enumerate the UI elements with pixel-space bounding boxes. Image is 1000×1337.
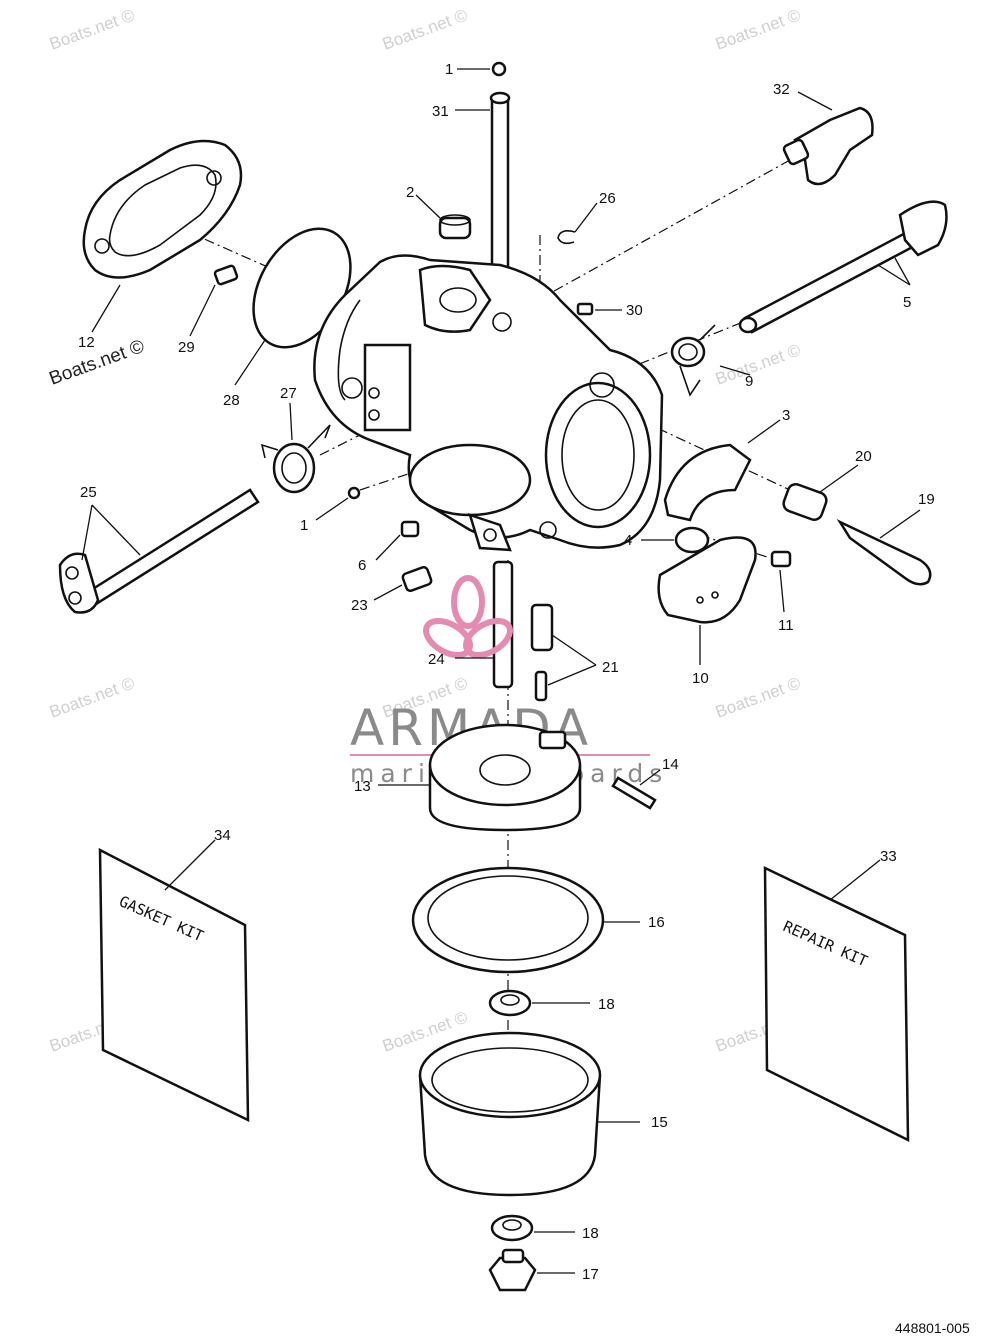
leader-lines bbox=[81, 68, 921, 1274]
needle-valve-21 bbox=[530, 603, 554, 702]
float-13 bbox=[428, 723, 582, 832]
carburetor-body bbox=[313, 254, 664, 552]
clip-26 bbox=[557, 230, 576, 245]
callout-14: 14 bbox=[662, 756, 679, 773]
screw-29 bbox=[213, 264, 239, 286]
site-watermark: Boats.net © bbox=[713, 673, 804, 721]
propeller-icon bbox=[423, 575, 513, 659]
shaft-31 bbox=[489, 91, 511, 272]
callout-11: 11 bbox=[778, 617, 794, 634]
callout-5: 5 bbox=[903, 294, 911, 311]
callout-33: 33 bbox=[880, 848, 897, 865]
callout-20: 20 bbox=[855, 448, 872, 465]
plug-1-top bbox=[491, 61, 507, 77]
spring-4 bbox=[674, 526, 710, 554]
site-watermark: Boats.net © bbox=[47, 5, 138, 53]
choke-plate-3 bbox=[663, 443, 752, 522]
site-watermark: Boats.net © bbox=[47, 673, 138, 721]
site-watermark: Boats.net © bbox=[47, 336, 148, 390]
callout-32: 32 bbox=[773, 81, 790, 98]
callout-18: 18 bbox=[598, 996, 615, 1013]
callout-28: 28 bbox=[223, 392, 240, 409]
callout-13: 13 bbox=[354, 778, 371, 795]
callout-labels: 1 31 32 2 26 12 29 28 30 5 9 27 3 20 19 … bbox=[78, 61, 935, 1283]
callout-18-lower: 18 bbox=[582, 1225, 599, 1242]
callout-21: 21 bbox=[602, 659, 619, 676]
callout-6: 6 bbox=[358, 557, 366, 574]
callout-30: 30 bbox=[626, 302, 643, 319]
screw-11 bbox=[770, 550, 792, 568]
throttle-plate-10 bbox=[657, 536, 757, 624]
idle-needle-19 bbox=[836, 519, 932, 586]
gasket-12 bbox=[82, 139, 243, 279]
float-bowl-15 bbox=[418, 1031, 602, 1197]
screw-23 bbox=[401, 565, 433, 593]
site-watermark: Boats.net © bbox=[713, 340, 804, 388]
callout-10: 10 bbox=[692, 670, 709, 687]
site-watermark: Boats.net © bbox=[380, 5, 471, 53]
gasket-kit-34: GASKET KIT bbox=[98, 847, 250, 1123]
repair-kit-33: REPAIR KIT bbox=[763, 866, 910, 1143]
plug-1-lower bbox=[347, 486, 361, 500]
bowl-nut-17 bbox=[488, 1248, 537, 1292]
callout-15: 15 bbox=[651, 1114, 668, 1131]
screw-6 bbox=[400, 520, 420, 538]
callout-31: 31 bbox=[432, 103, 449, 120]
cap-2 bbox=[438, 214, 472, 240]
throttle-shaft-5 bbox=[738, 200, 948, 334]
callout-26: 26 bbox=[599, 190, 616, 207]
screw-30 bbox=[576, 302, 594, 316]
callout-25: 25 bbox=[80, 484, 97, 501]
callout-2: 2 bbox=[406, 184, 414, 201]
callout-24: 24 bbox=[428, 651, 445, 668]
callout-9: 9 bbox=[745, 373, 753, 390]
callout-16: 16 bbox=[648, 914, 665, 931]
spring-27 bbox=[260, 424, 331, 494]
callout-1: 1 bbox=[445, 61, 453, 78]
callout-19: 19 bbox=[918, 491, 935, 508]
fuel-fitting-32 bbox=[782, 106, 874, 186]
callout-3: 3 bbox=[782, 407, 790, 424]
choke-shaft-25 bbox=[58, 488, 260, 614]
callout-12: 12 bbox=[78, 334, 95, 351]
callout-23: 23 bbox=[351, 597, 368, 614]
callout-17: 17 bbox=[582, 1266, 599, 1283]
site-watermark: Boats.net © bbox=[713, 5, 804, 53]
document-number: 448801-005 bbox=[895, 1320, 970, 1336]
float-pin-14 bbox=[611, 776, 657, 810]
washer-18-lower bbox=[490, 1214, 534, 1242]
callout-1-lower: 1 bbox=[300, 517, 308, 534]
callout-27: 27 bbox=[280, 385, 297, 402]
washer-18-upper bbox=[488, 989, 532, 1017]
spring-9 bbox=[670, 324, 716, 397]
callout-34: 34 bbox=[214, 827, 231, 844]
bowl-gasket-16 bbox=[411, 866, 605, 974]
callout-29: 29 bbox=[178, 339, 195, 356]
callout-4: 4 bbox=[624, 532, 632, 549]
spring-20 bbox=[782, 483, 828, 521]
